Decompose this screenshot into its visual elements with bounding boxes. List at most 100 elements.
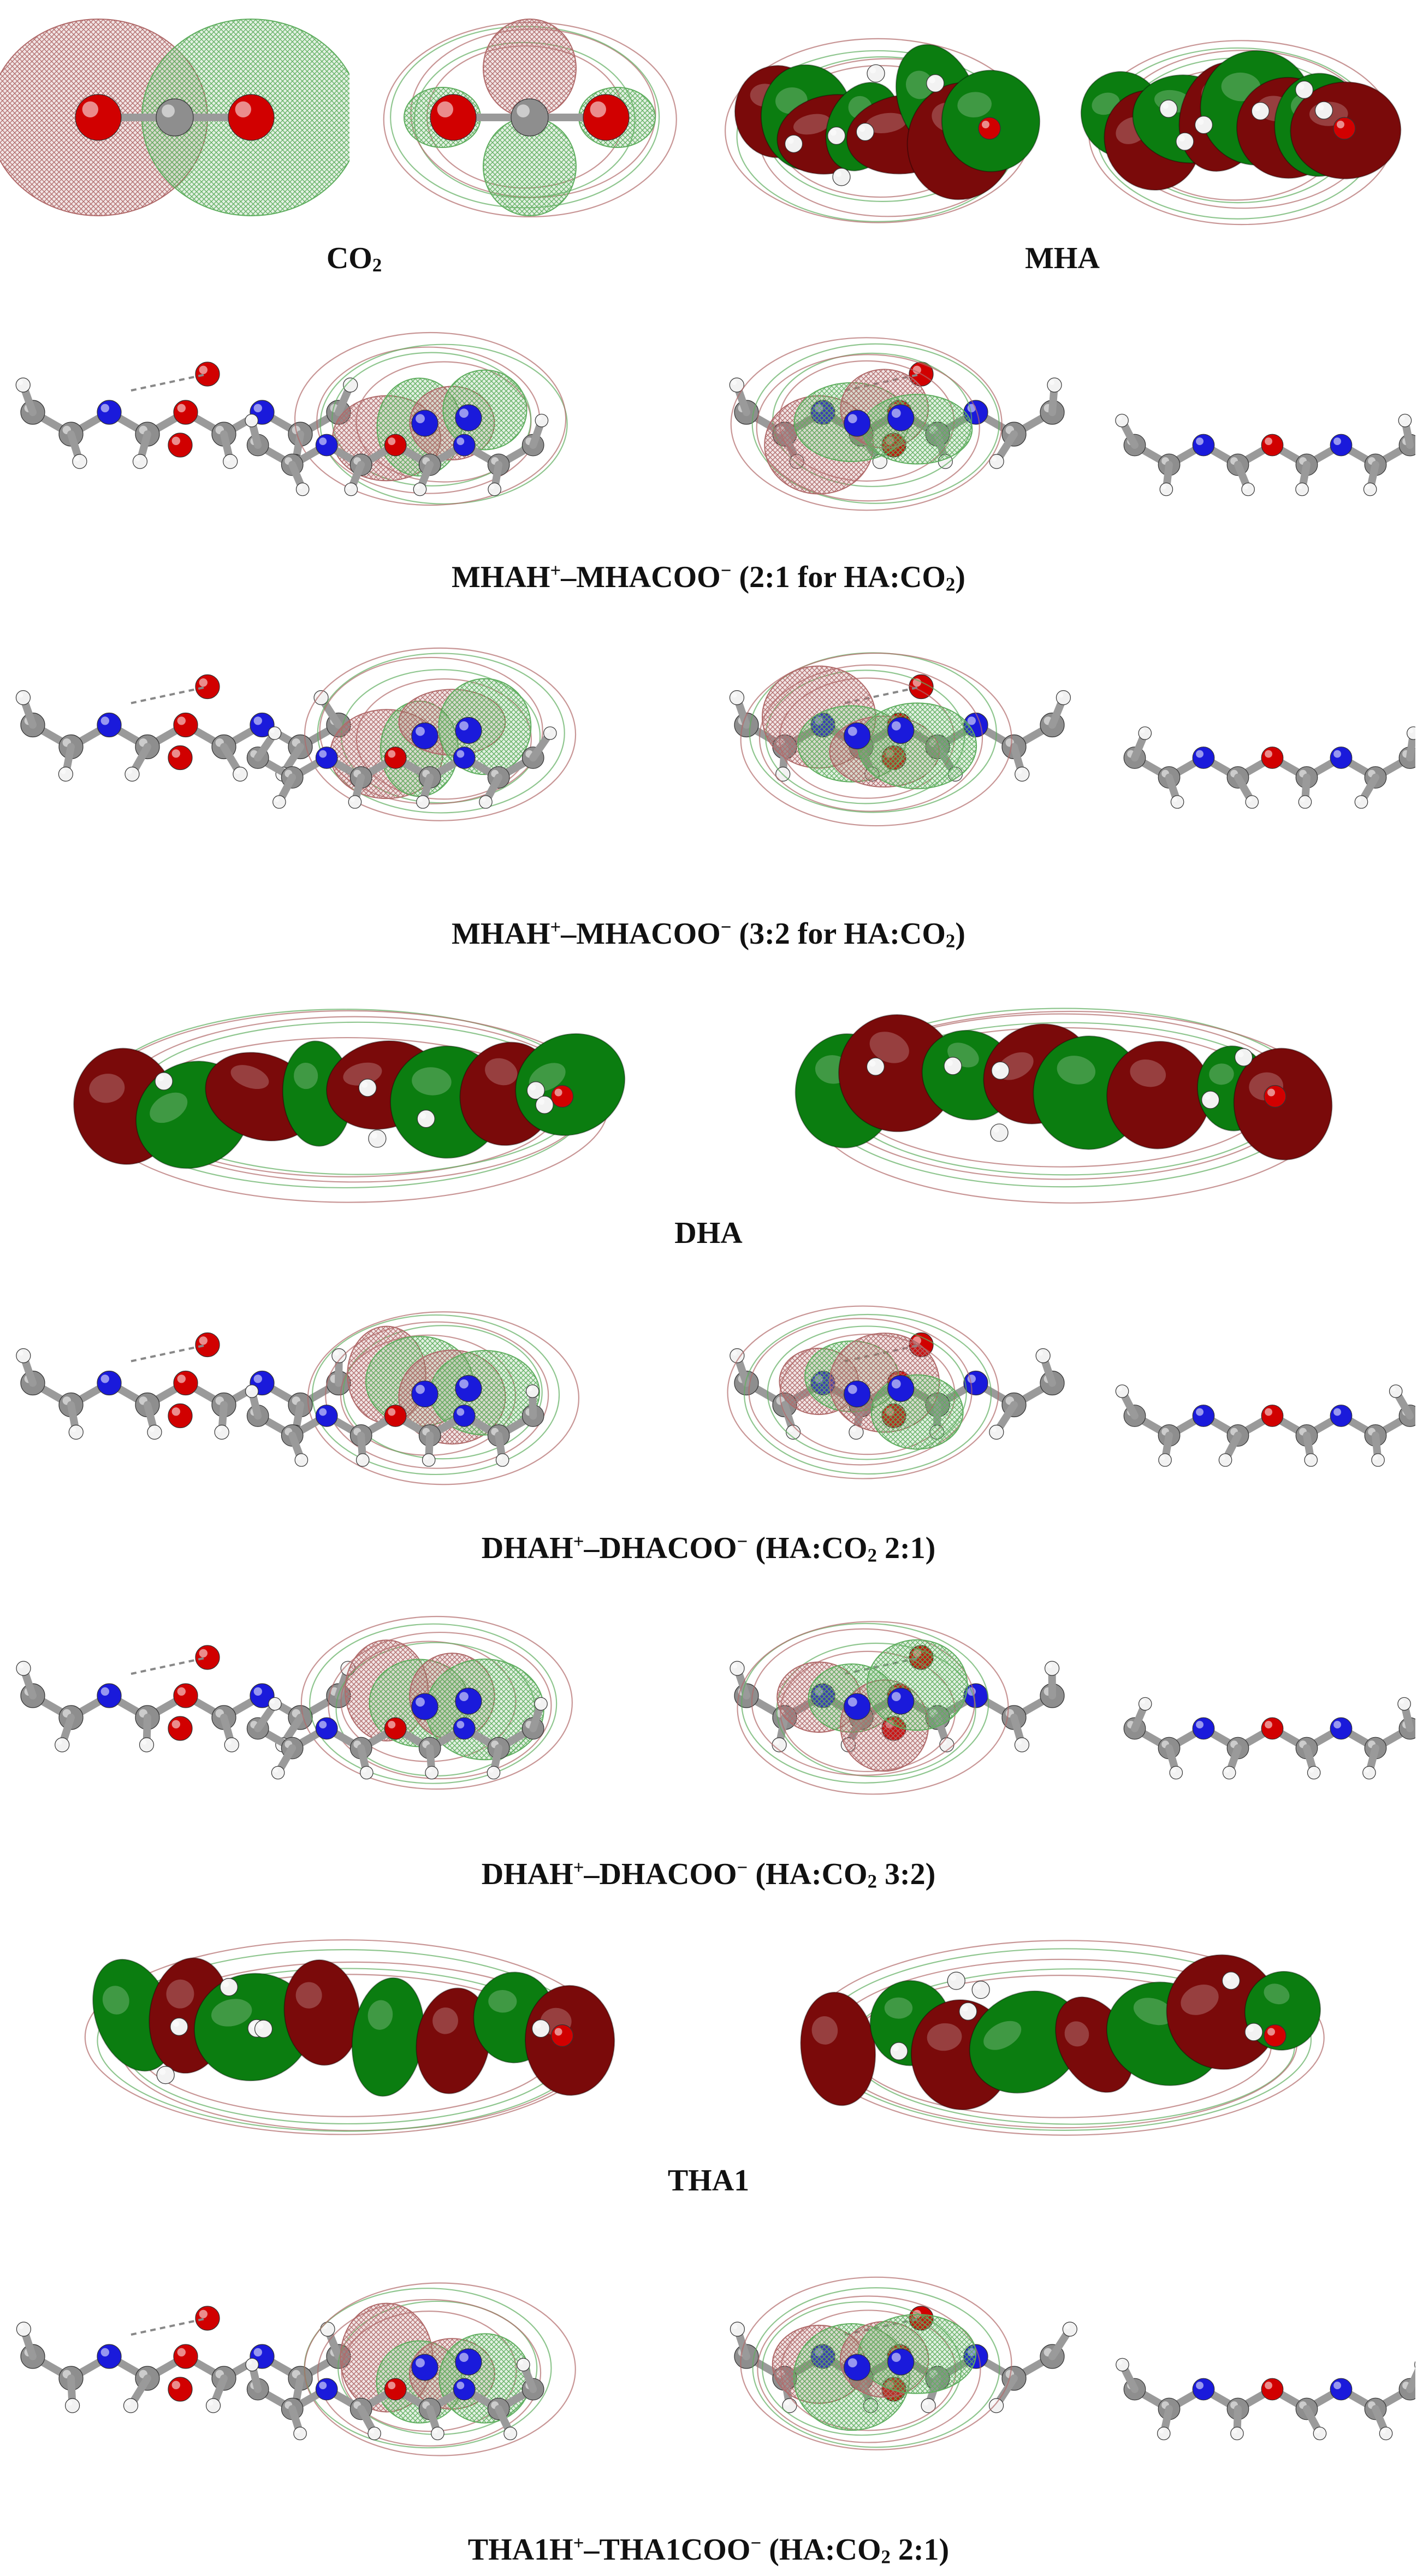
hydrogen-atom xyxy=(867,1058,884,1075)
hydrogen-atom xyxy=(58,767,73,781)
hydrogen-atom xyxy=(360,1766,373,1779)
nitrogen-atom xyxy=(316,2378,337,2400)
oxygen-atom xyxy=(384,747,406,769)
hydrogen-atom xyxy=(296,483,309,495)
oxygen-atom xyxy=(174,1684,198,1708)
hydrogen-atom xyxy=(1063,2322,1077,2336)
hydrogen-atom xyxy=(487,1766,500,1779)
nitrogen-atom xyxy=(844,410,870,436)
nitrogen-atom xyxy=(1193,434,1214,456)
hydrogen-atom xyxy=(147,1425,162,1440)
hydrogen-atom xyxy=(1158,2427,1170,2439)
panel-caption: THA1H+–THA1COO− (HA:CO2 2:1) xyxy=(0,2524,1417,2576)
hydrogen-atom xyxy=(1160,483,1172,495)
nitrogen-atom xyxy=(316,434,337,456)
mesh-orbital-lobe xyxy=(439,2334,530,2423)
nitrogen-atom xyxy=(97,713,121,737)
nitrogen-atom xyxy=(97,2344,121,2368)
hydrogen-atom xyxy=(271,1766,284,1779)
nitrogen-atom xyxy=(412,1381,438,1407)
hydrogen-atom xyxy=(972,1981,989,1999)
hydrogen-atom xyxy=(526,1385,538,1397)
hydrogen-atom xyxy=(139,1738,153,1752)
hydrogen-atom xyxy=(294,2427,306,2439)
hydrogen-atom xyxy=(535,414,548,427)
hydrogen-atom xyxy=(233,767,247,781)
nitrogen-atom xyxy=(455,405,482,431)
hydrogen-atom xyxy=(730,2322,744,2336)
oxygen-atom xyxy=(228,94,274,140)
nitrogen-atom xyxy=(412,2354,438,2380)
hydrogen-atom xyxy=(223,454,238,469)
nitrogen-atom xyxy=(844,723,870,749)
oxygen-atom xyxy=(384,2378,406,2400)
oxygen-atom xyxy=(552,1086,573,1108)
hydrogen-atom xyxy=(1222,1972,1240,1989)
hydrogen-atom xyxy=(357,1454,369,1466)
hydrogen-atom xyxy=(944,1057,962,1075)
nitrogen-atom xyxy=(1330,2378,1352,2400)
hydrogen-atom xyxy=(321,2322,335,2336)
bond xyxy=(1410,2365,1415,2389)
hydrogen-atom xyxy=(1355,796,1367,808)
orbital-panel-lumo xyxy=(714,2212,1415,2523)
hydrogen-atom xyxy=(1231,2427,1243,2439)
mesh-orbital-lobe xyxy=(426,1659,544,1760)
hydrogen-atom xyxy=(1363,1766,1376,1779)
hydrogen-atom xyxy=(959,2003,977,2020)
hydrogen-atom xyxy=(1219,1454,1231,1466)
nitrogen-atom xyxy=(888,2349,914,2375)
oxygen-atom xyxy=(583,94,629,140)
oxygen-atom xyxy=(552,2025,573,2047)
oxygen-atom xyxy=(1261,2378,1283,2400)
hydrogen-atom xyxy=(1245,2023,1262,2041)
orbital-panel-co2-lumo xyxy=(355,0,704,235)
nitrogen-atom xyxy=(455,2349,482,2375)
hydrogen-atom xyxy=(1252,102,1269,120)
panel-caption-left: CO2 xyxy=(0,239,708,285)
oxygen-atom xyxy=(1261,1405,1283,1427)
orbital-panel-homo xyxy=(0,1898,703,2152)
oxygen-atom xyxy=(1264,2025,1286,2047)
orbital-panel-mha-lumo xyxy=(1065,0,1414,235)
hydrogen-atom xyxy=(496,1454,508,1466)
nitrogen-atom xyxy=(888,718,914,744)
orbital-panel-homo xyxy=(0,1270,703,1518)
orbital-panel-homo xyxy=(0,609,703,863)
hydrogen-atom xyxy=(1315,102,1333,119)
nitrogen-atom xyxy=(97,400,121,424)
nitrogen-atom xyxy=(1193,1405,1214,1427)
hydrogen-atom xyxy=(991,1124,1008,1141)
nitrogen-atom xyxy=(453,434,475,456)
hydrogen-atom xyxy=(220,1979,238,1996)
hydrogen-atom xyxy=(1139,727,1151,739)
hydrogen-atom xyxy=(246,2358,258,2371)
nitrogen-atom xyxy=(888,1376,914,1402)
oxygen-atom xyxy=(168,433,192,457)
hydrogen-atom xyxy=(133,454,147,469)
hydrogen-atom xyxy=(422,1454,435,1466)
hydrogen-atom xyxy=(867,64,885,82)
hydrogen-atom xyxy=(124,2399,138,2413)
mesh-orbital-lobe xyxy=(858,703,976,789)
hydrogen-atom xyxy=(535,1697,547,1710)
hydrogen-atom xyxy=(345,483,357,495)
hydrogen-atom xyxy=(479,796,492,808)
orbital-panel-lumo xyxy=(714,961,1415,1210)
hydrogen-atom xyxy=(1398,1697,1410,1710)
panel-caption: MHAH+–MHACOO− (3:2 for HA:CO2) xyxy=(0,908,1417,960)
hydrogen-atom xyxy=(517,2358,530,2371)
mesh-orbital-lobe xyxy=(862,394,972,464)
hydrogen-atom xyxy=(1389,1385,1402,1397)
hydrogen-atom xyxy=(1015,767,1029,781)
orbital-panel-co2-homo xyxy=(0,0,349,235)
nitrogen-atom xyxy=(453,1405,475,1427)
hydrogen-atom xyxy=(1305,1454,1317,1466)
hydrogen-atom xyxy=(246,1385,258,1397)
hydrogen-atom xyxy=(16,691,30,705)
hydrogen-atom xyxy=(488,483,501,495)
mesh-orbital-lobe xyxy=(858,2314,976,2394)
hydrogen-atom xyxy=(1195,116,1212,134)
panel-caption: DHA xyxy=(0,1214,1417,1252)
nitrogen-atom xyxy=(1330,747,1352,769)
